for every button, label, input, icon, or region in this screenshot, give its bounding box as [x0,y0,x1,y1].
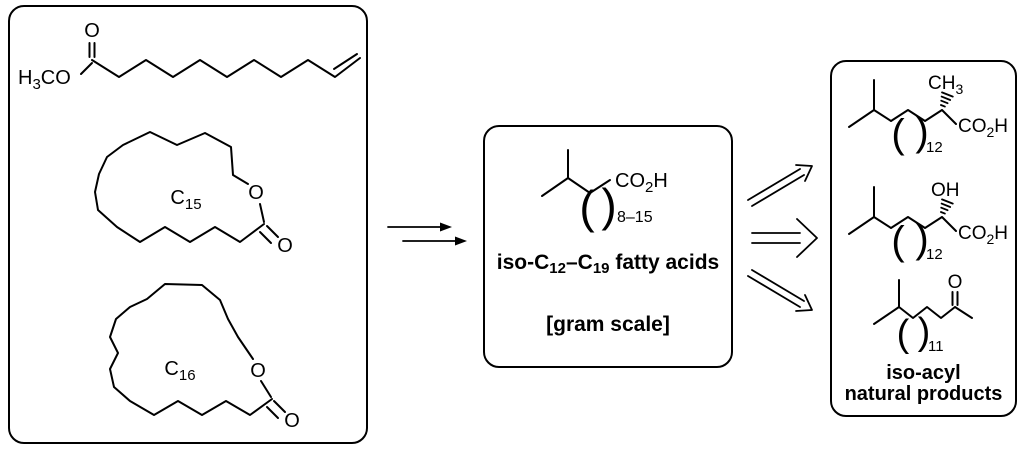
carbonyl-double-bond [259,225,279,244]
alkyl-chain [848,79,957,128]
carbonyl-oxygen-label: O [284,410,300,432]
natural-products-caption: iso-acyl natural products [832,363,1015,404]
alkyl-chain [541,149,611,197]
methyl-ketone-structure: O ( ) 11 [873,272,973,355]
hashed-wedge-bond [940,91,954,108]
methyl-label: CH3 [928,73,963,97]
macrolactone-c15-structure: O O C15 [94,131,293,257]
alkyl-chain [873,279,973,325]
carbonyl-double-bond [266,400,286,419]
ring-oxygen-label: O [248,182,264,204]
fatty-acids-title: iso-C12–C19 fatty acids [496,251,720,277]
hydroxy-acid-structure: OH CO2H ( ) 12 [848,180,1008,263]
carbonyl-oxygen-label: O [277,235,293,257]
macrolactone-c16-structure: O O C16 [109,283,300,432]
carboxylic-acid-label: CO2H [958,116,1008,140]
repeat-count-label: 12 [926,246,943,263]
repeat-count-label: 8–15 [617,209,653,226]
paren-open: ( [891,219,905,263]
repeat-count-label: 11 [928,338,944,355]
carbonyl-oxygen-label: O [84,20,100,42]
hashed-wedge-bond [940,198,954,215]
alkyl-chain [848,186,957,235]
paren-close: ) [915,110,928,154]
products-panel: ( ) 8–15 CO2H iso-C12–C19 fatty acids [g… [483,125,733,368]
bond [80,62,93,75]
ring-skeleton [109,283,273,416]
multi-step-arrow-icon [387,222,467,246]
carbonyl-double-bond [88,42,96,58]
methyl-branched-acid-structure: CH3 CO2H ( ) 12 [848,73,1008,156]
natural-products-panel: CH3 CO2H ( ) 12 OH CO2H ( ) 12 O [830,60,1017,417]
iso-fatty-acid-structure: ( ) 8–15 CO2H [541,149,668,233]
alkyl-chain [91,57,361,78]
paren-close: ) [601,179,616,231]
carboxylic-acid-label: CO2H [615,170,668,196]
ring-skeleton [94,131,265,243]
ring-size-label: C16 [164,358,195,384]
open-arrow-right-icon [751,218,818,258]
iso-fatty-acid-skeleton: ( ) 8–15 CO2H [541,149,668,233]
ring-size-label: C15 [170,187,201,213]
ketone-oxygen-label: O [948,272,963,293]
paren-open: ( [891,112,905,156]
ring-skeleton [259,203,265,223]
paren-close: ) [918,311,931,353]
caption-line-2: natural products [844,382,1003,405]
caption-line-1: iso-acyl [886,362,961,384]
paren-close: ) [915,217,928,261]
hydroxyl-label: OH [931,180,960,201]
substrates-panel: H3CO O O O C15 O O [8,5,368,444]
open-arrow-up-icon [747,164,813,207]
methyl-ester-structure: H3CO O [18,20,361,93]
paren-open: ( [579,181,595,233]
carbonyl-double-bond [951,291,959,306]
ring-skeleton [260,380,272,398]
methoxy-label: H3CO [18,67,71,93]
substrates-structures: H3CO O O O C15 O O [18,20,361,432]
carboxylic-acid-label: CO2H [958,223,1008,247]
paren-open: ( [897,313,910,355]
derivation-arrows [747,164,818,312]
repeat-count-label: 12 [926,139,943,156]
open-arrow-down-icon [747,269,813,312]
natural-products-structures: CH3 CO2H ( ) 12 OH CO2H ( ) 12 O [848,73,1008,355]
ring-oxygen-label: O [250,360,266,382]
gram-scale-label: [gram scale] [546,313,670,336]
terminal-alkene-double-bond [333,53,358,70]
